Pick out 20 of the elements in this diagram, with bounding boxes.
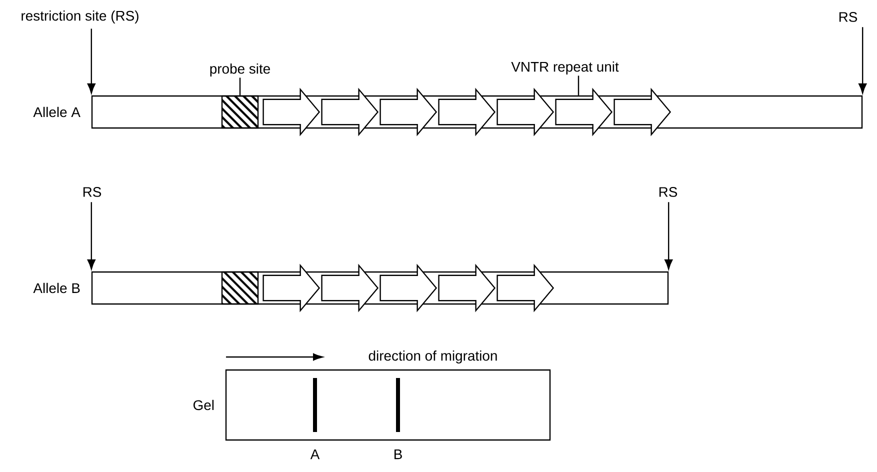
site-label: RS: [83, 187, 102, 197]
probe-site-hatch: [221, 271, 259, 305]
arrow: [87, 202, 96, 270]
allele-label: Allele A: [33, 106, 80, 118]
migration-label: direction of migration: [368, 350, 497, 364]
site-label: VNTR repeat unit: [511, 62, 619, 74]
band-label: B: [394, 450, 402, 460]
band-label: A: [310, 450, 320, 460]
arrow: [858, 27, 867, 94]
arrow: [664, 202, 673, 270]
leader-line: [578, 76, 580, 96]
site-label: RS: [839, 12, 858, 22]
site-label: RS: [659, 187, 678, 197]
leader-line: [239, 78, 241, 96]
gel-label: Gel: [193, 400, 214, 410]
site-label: probe site: [210, 64, 270, 76]
site-label: restriction site (RS): [22, 10, 138, 24]
probe-site-hatch: [221, 95, 259, 129]
arrow: [87, 28, 96, 94]
allele-label: Allele B: [33, 282, 80, 294]
